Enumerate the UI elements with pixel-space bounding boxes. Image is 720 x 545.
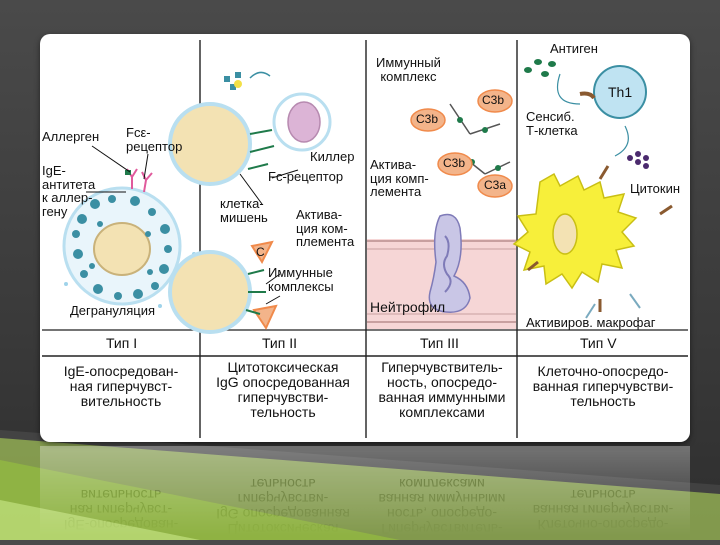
c3b-blob-2	[410, 108, 446, 132]
label-target-cell: клетка- мишень	[220, 196, 268, 225]
label-sensitized-tcell: Сенсиб. Т-клетка	[526, 109, 578, 138]
released-mediators	[224, 72, 241, 90]
immune-complex-antibodies	[245, 269, 266, 315]
panel-1-art	[62, 145, 196, 308]
pointer	[143, 153, 149, 180]
description-2: Цитотоксическая IgG опосредованная гипер…	[216, 359, 350, 421]
reflection-description-1: IgE-опосредован- ная гиперчувст- вительн…	[63, 486, 179, 533]
diagram-artwork	[42, 40, 688, 438]
reflection-description-2: Цитотоксическая IgG опосредованная гипер…	[216, 475, 350, 536]
label-antigen: Антиген	[550, 41, 598, 56]
target-cell-bottom	[168, 250, 252, 334]
description-4: Клеточно-опосредо- ванная гиперчувстви- …	[532, 363, 674, 410]
hypersensitivity-diagram: Аллерген Fcε- рецептор IgE- антитета к а…	[40, 34, 690, 442]
label-immune-complexes: Иммунные комплексы	[268, 265, 334, 294]
label-macrophage: Активиров. макрофаг	[526, 315, 656, 330]
target-cell-top	[168, 102, 252, 186]
panel-4-art	[512, 59, 673, 319]
mast-cell-nucleus	[93, 222, 151, 276]
type-label-4: Тип V	[580, 335, 617, 351]
label-c3b-3: C3b	[443, 156, 466, 170]
label-c3b-1: C3b	[482, 93, 505, 107]
panel-2-art	[168, 71, 332, 334]
card-reflection: IgE-опосредован- ная гиперчувст- вительн…	[40, 446, 690, 536]
antigens	[524, 59, 556, 77]
panel-3-art	[367, 89, 516, 329]
label-degranulation: Дегрануляция	[70, 303, 156, 318]
label-complement-activation-3: Актива- ция комп- лемента	[370, 157, 429, 200]
label-allergen: Аллерген	[42, 129, 100, 144]
type-label-2: Тип II	[262, 335, 298, 351]
complement-triangle-1	[250, 240, 274, 265]
pointer	[91, 145, 131, 173]
label-fc-receptor: Fc-рецептор	[268, 169, 344, 184]
c3b-blob-3	[437, 152, 473, 176]
granules	[72, 195, 172, 300]
reflection-description-3: Гиперчувствитель- ность, опосредо- ванна…	[378, 475, 506, 536]
label-cytokines: Цитокин	[630, 181, 681, 196]
c3b-blob-1	[477, 89, 513, 113]
label-complement-c: C	[256, 245, 265, 259]
label-c3a: C3a	[484, 178, 507, 192]
label-complement-activation-2: Актива- ция ком- племента	[296, 207, 355, 250]
label-neutrophil: Нейтрофил	[370, 299, 446, 315]
type-label-1: Тип I	[106, 335, 138, 351]
killer-nucleus	[287, 101, 321, 143]
allergen-mark	[125, 170, 131, 175]
macrophage-nucleus	[552, 213, 578, 255]
type-label-3: Тип III	[420, 335, 459, 351]
label-c3b-2: C3b	[416, 112, 439, 126]
reflection-description-4: Клеточно-опосредо- ванная гиперчувстви- …	[532, 486, 674, 533]
label-ige-antibody: IgE- антитета к аллер- гену	[42, 163, 96, 219]
complement-triangle-2	[252, 304, 278, 331]
cytokines	[627, 151, 649, 169]
description-3: Гиперчувствитель- ность, опосредо- ванна…	[378, 359, 506, 421]
label-th1: Th1	[608, 84, 633, 100]
description-1: IgE-опосредован- ная гиперчувст- вительн…	[63, 363, 179, 410]
label-fce-receptor: Fcε- рецептор	[126, 125, 183, 154]
label-immune-complex: Иммунный комплекс	[376, 55, 441, 84]
c3a-blob	[477, 174, 513, 198]
th1-cell	[593, 65, 647, 119]
label-killer: Киллер	[310, 149, 355, 164]
chains	[585, 293, 641, 319]
neutrophil	[428, 213, 471, 313]
fc-receptors	[247, 129, 275, 170]
receptors	[527, 165, 673, 312]
